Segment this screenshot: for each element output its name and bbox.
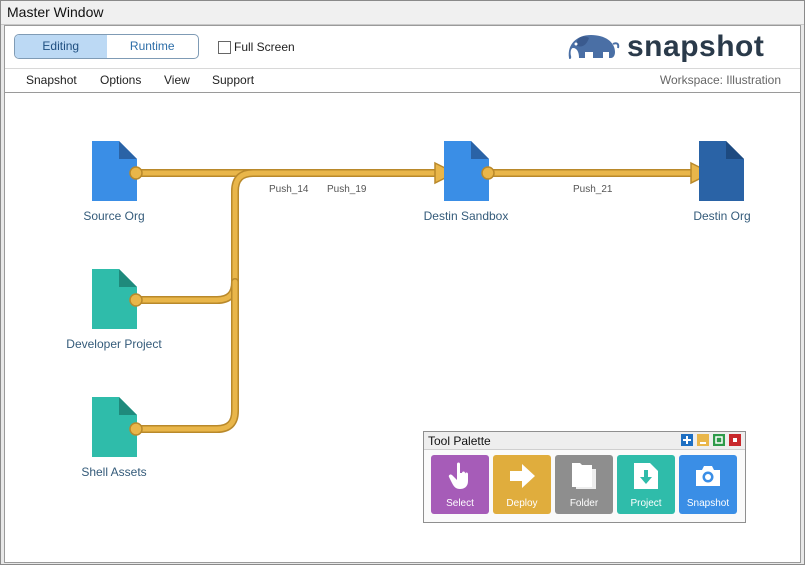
tool-palette-header[interactable]: Tool Palette bbox=[424, 432, 745, 450]
node-destin-sandbox[interactable] bbox=[444, 141, 489, 201]
connector-developer-to-sandbox[interactable] bbox=[132, 169, 449, 304]
node-label-destin-org: Destin Org bbox=[693, 209, 751, 223]
tool-select-button[interactable]: Select bbox=[431, 455, 489, 514]
tool-folder-button[interactable]: Folder bbox=[555, 455, 613, 514]
brand-name: snapshot bbox=[627, 30, 765, 63]
menu-support[interactable]: Support bbox=[212, 73, 255, 87]
edge-label-push-19[interactable]: Push_19 bbox=[327, 184, 367, 195]
folder-icon bbox=[572, 463, 596, 489]
tool-deploy-button[interactable]: Deploy bbox=[493, 455, 551, 514]
mode-editing-button[interactable]: Editing bbox=[15, 35, 107, 58]
add-icon[interactable] bbox=[681, 434, 693, 446]
window-content: Editing Runtime Full Screen snapshot Sna… bbox=[4, 25, 801, 563]
menu-bar: Snapshot Options View Support Workspace:… bbox=[5, 69, 800, 93]
edge-label-push-21[interactable]: Push_21 bbox=[573, 184, 613, 195]
node-destin-org[interactable] bbox=[699, 141, 744, 201]
tool-snapshot-button[interactable]: Snapshot bbox=[679, 455, 737, 514]
port-destin-sandbox[interactable] bbox=[481, 166, 495, 180]
hand-icon bbox=[448, 462, 468, 489]
menu-view[interactable]: View bbox=[164, 73, 190, 87]
minimize-icon[interactable] bbox=[697, 434, 709, 446]
port-shell-assets[interactable] bbox=[129, 422, 143, 436]
camera-icon bbox=[696, 466, 720, 486]
mode-runtime-button[interactable]: Runtime bbox=[129, 39, 175, 53]
diagram-canvas[interactable]: Source Org Developer Project Shell Asset… bbox=[5, 93, 800, 562]
arrow-right-icon bbox=[510, 464, 535, 488]
menu-options[interactable]: Options bbox=[100, 73, 142, 87]
connector-shell-to-sandbox[interactable] bbox=[132, 278, 239, 433]
workspace-label: Workspace: Illustration bbox=[659, 73, 781, 87]
node-label-shell-assets: Shell Assets bbox=[81, 465, 147, 479]
tool-project-label: Project bbox=[630, 498, 662, 509]
node-source-org[interactable] bbox=[92, 141, 137, 201]
tool-deploy-label: Deploy bbox=[506, 498, 538, 509]
port-source-org[interactable] bbox=[129, 166, 143, 180]
edge-label-push-14[interactable]: Push_14 bbox=[269, 184, 309, 195]
download-file-icon bbox=[634, 463, 658, 489]
mode-toggle: Editing Runtime bbox=[14, 34, 199, 59]
port-developer-project[interactable] bbox=[129, 293, 143, 307]
node-shell-assets[interactable] bbox=[92, 397, 137, 457]
elephant-icon bbox=[568, 35, 620, 60]
tool-palette-title: Tool Palette bbox=[428, 434, 491, 448]
full-screen-toggle[interactable]: Full Screen bbox=[218, 40, 295, 54]
full-screen-checkbox[interactable] bbox=[218, 40, 231, 54]
brand-logo: snapshot bbox=[563, 28, 764, 66]
tool-palette: Tool Palette bbox=[423, 431, 746, 523]
window-title: Master Window bbox=[7, 4, 104, 20]
title-bar[interactable]: Master Window bbox=[1, 1, 804, 25]
node-label-source-org: Source Org bbox=[83, 209, 145, 223]
full-screen-label: Full Screen bbox=[234, 40, 295, 54]
top-toolbar: Editing Runtime Full Screen snapshot bbox=[5, 26, 800, 69]
tool-project-button[interactable]: Project bbox=[617, 455, 675, 514]
close-icon[interactable] bbox=[729, 434, 741, 446]
tool-folder-label: Folder bbox=[569, 498, 599, 509]
node-developer-project[interactable] bbox=[92, 269, 137, 329]
maximize-icon[interactable] bbox=[713, 434, 725, 446]
node-label-developer-project: Developer Project bbox=[66, 337, 162, 351]
diagram-svg bbox=[92, 141, 744, 457]
tool-select-label: Select bbox=[446, 498, 474, 509]
menu-snapshot[interactable]: Snapshot bbox=[26, 73, 77, 87]
tool-snapshot-label: Snapshot bbox=[686, 498, 730, 509]
node-label-destin-sandbox: Destin Sandbox bbox=[423, 209, 509, 223]
